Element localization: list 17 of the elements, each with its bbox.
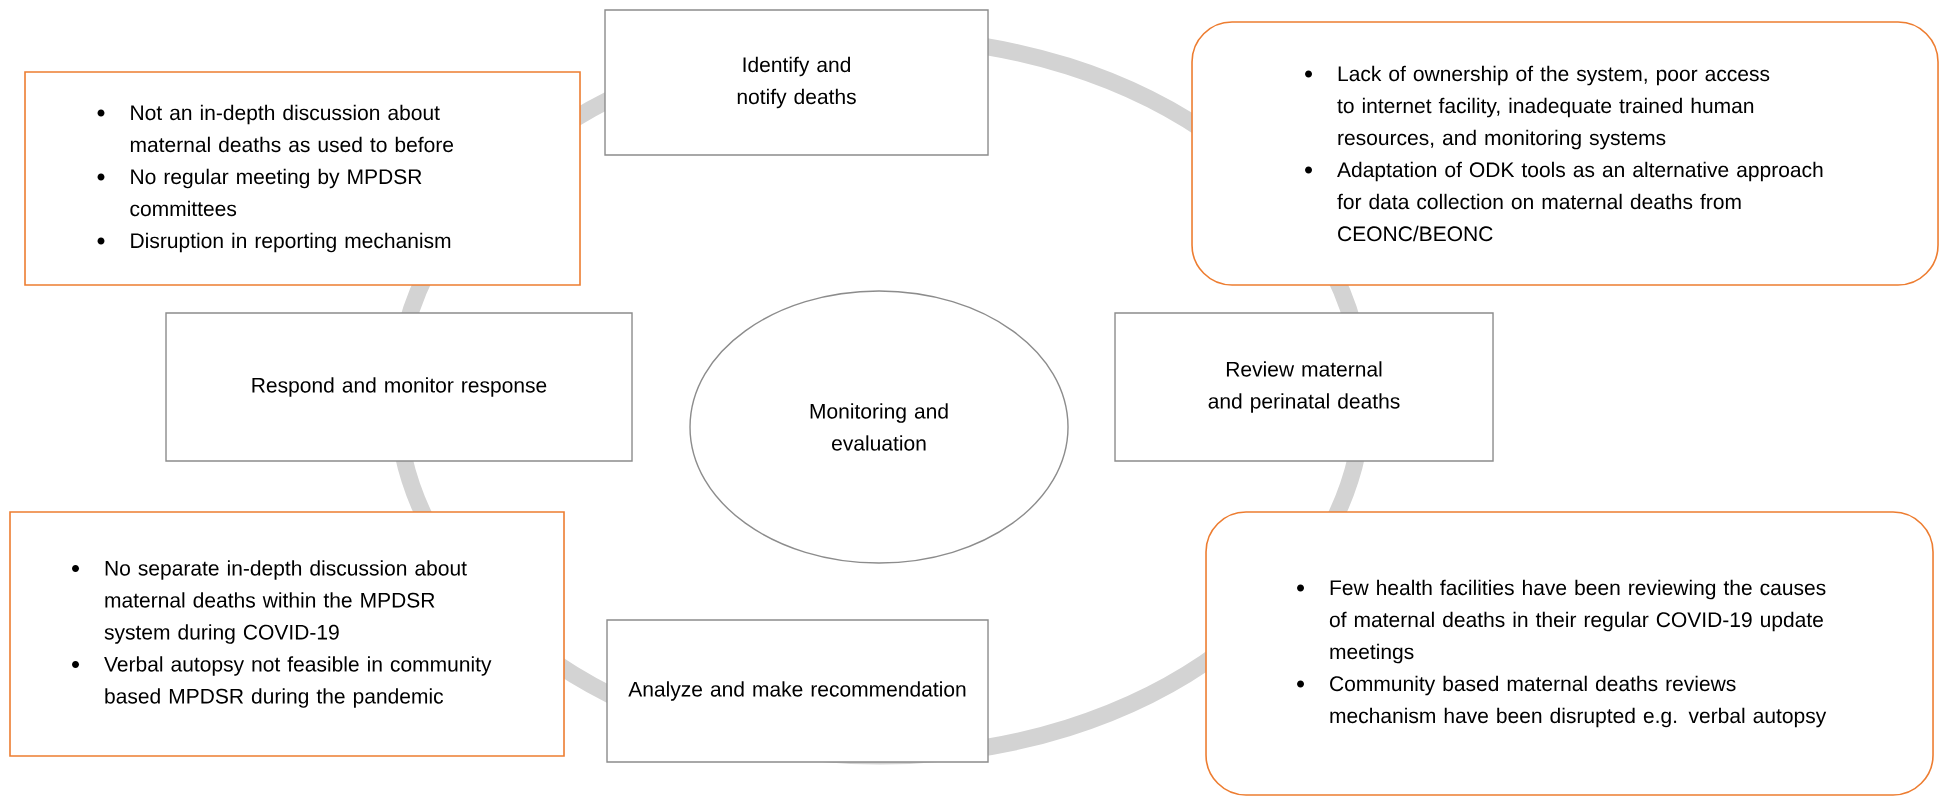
bullet-text: Verbal autopsy not feasible in community based MPDSR during the pandemic bbox=[104, 656, 492, 708]
step-box: Analyze and make recommendation bbox=[606, 619, 989, 763]
note-box bbox=[9, 511, 565, 757]
bullet-text: Disruption in reporting mechanism bbox=[131, 232, 451, 253]
step-box: Respond and monitor response bbox=[165, 312, 633, 462]
step-box: Review maternal and perinatal deaths bbox=[1114, 312, 1494, 462]
bullet-text: Lack of ownership of the system, poor access to internet facility, inadequate trained human resources, and monitoring systems bbox=[1337, 65, 1770, 150]
bullet-text: Few health facilities have been reviewing the causes of maternal deaths in their regular COVID-19 update meetings bbox=[1329, 579, 1826, 664]
bullet-text: Community based maternal deaths reviews mechanism have been disrupted e.g. verbal autopsy bbox=[1330, 675, 1827, 728]
note-box bbox=[1191, 21, 1939, 286]
bullet-text: No regular meeting by MPDSR committees bbox=[130, 168, 422, 217]
note-box bbox=[24, 71, 581, 286]
bullet-text: Adaptation of ODK tools as an alternative approach for data collection on maternal deaths from CEONC/BEONC bbox=[1337, 161, 1823, 242]
bullet-text: Not an in-depth discussion about maternal deaths as used to before bbox=[130, 104, 454, 153]
note-box bbox=[1205, 511, 1934, 796]
bullet-text: No separate in-depth discussion about maternal deaths within the MPDSR system during COVID-19 bbox=[104, 560, 467, 644]
step-box: Identify and notify deaths bbox=[604, 9, 989, 156]
